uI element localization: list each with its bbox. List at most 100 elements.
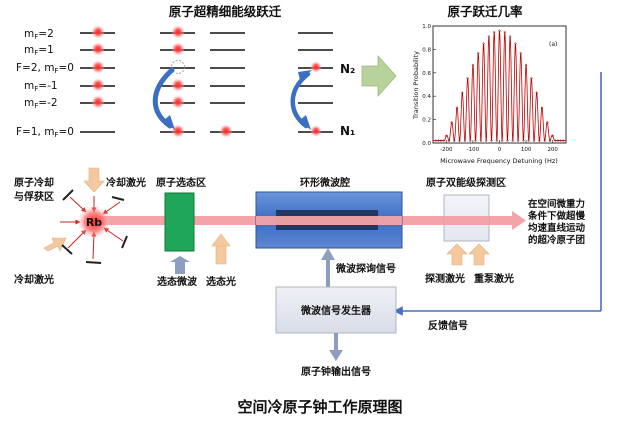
svg-text:mF=-1: mF=-1 [24, 80, 58, 93]
repump-laser-arrow [468, 243, 490, 266]
state-select-zone-label: 原子选态区 [156, 176, 206, 189]
chart-point [530, 77, 533, 80]
atom-beam-arrowhead [512, 211, 526, 230]
chart-xtick-label: -200 [440, 147, 453, 153]
chart-point [559, 139, 562, 142]
cooling-capture-label-2: 与俘获区 [14, 190, 54, 203]
chart-point [514, 42, 517, 45]
level-label-mf2: mF=2 [24, 28, 54, 41]
chart-ytick-label: 0.4 [422, 94, 431, 100]
hyperfine-title: 原子超精细能级跃迁 [169, 4, 282, 19]
chart-xtick-label: 0 [498, 147, 502, 153]
atom-dot [91, 42, 105, 56]
chart-ytick-label: 0.6 [422, 71, 431, 77]
microwave-generator [275, 286, 397, 334]
chart-ytick-label: 0.0 [422, 141, 431, 147]
atom-dot [171, 95, 185, 109]
cavity-beam-pass [256, 216, 402, 225]
right-note-line: 在空间微重力 [528, 198, 585, 210]
level-label-mf-2: mF=-2 [24, 97, 58, 110]
chart-series-line [433, 30, 566, 143]
right-note-line: 均速直线运动 [528, 222, 586, 234]
cooling-laser-arrow-top [83, 167, 105, 193]
chart-point [519, 52, 522, 55]
n2-label: N₂ [340, 62, 355, 76]
chart-point [437, 139, 440, 142]
atom-dot [171, 124, 185, 138]
chart-point [501, 139, 504, 142]
atom-dot [171, 78, 185, 92]
atom-dot [219, 124, 233, 138]
chart-point [469, 139, 472, 142]
chart-point [439, 139, 443, 142]
chart-point [485, 139, 488, 142]
output-signal-label: 原子钟输出信号 [301, 365, 371, 378]
chart-point [535, 91, 538, 94]
atom-dot [91, 78, 105, 92]
feedback-label: 反馈信号 [428, 319, 468, 332]
atom-dot [91, 95, 105, 109]
svg-text:mF=1: mF=1 [24, 44, 54, 57]
chart-point [511, 139, 514, 142]
level-label-mf-1: mF=-1 [24, 80, 58, 93]
output-signal-arrowhead [329, 350, 343, 361]
chart-xtick-label: -100 [467, 147, 480, 153]
chart-point [487, 35, 490, 38]
level-label-f2-mf0: F=2, mF=0 [16, 62, 74, 75]
atom-dot [310, 61, 322, 73]
chart-point [461, 91, 464, 94]
chart-point [455, 106, 459, 109]
chart-panel-label: (a) [549, 41, 557, 48]
state-select-zone [164, 192, 195, 252]
figure-caption: 空间冷原子钟工作原理图 [237, 398, 403, 416]
chart-point [434, 139, 437, 142]
probability-chart: (a) Transition Probability Microwave Fre… [412, 24, 567, 165]
probe-signal-label: 微波探询信号 [335, 262, 396, 275]
level-label-mf1: mF=1 [24, 44, 54, 57]
chart-point [458, 139, 461, 142]
chart-point [543, 139, 546, 142]
chart-point [482, 42, 485, 45]
chart-point [540, 106, 544, 109]
state-select-light-label: 选态光 [206, 275, 236, 288]
chart-xtick-label: 100 [521, 147, 532, 153]
chart-point [506, 139, 509, 142]
cooling-capture-label-1: 原子冷却 [14, 176, 54, 189]
probability-title: 原子跃迁几率 [447, 4, 523, 19]
svg-text:F=1, mF=0: F=1, mF=0 [16, 126, 74, 139]
chart-point [546, 121, 549, 124]
cooling-laser-arrow-left [43, 237, 67, 252]
chart-point [498, 29, 501, 32]
chart-point [522, 139, 525, 142]
chart-point [509, 35, 512, 38]
svg-text:F=2, mF=0: F=2, mF=0 [16, 62, 74, 75]
chart-point [524, 63, 528, 66]
chart-ytick-label: 0.8 [422, 47, 431, 53]
chart-point [551, 134, 554, 137]
cooling-laser-bottom-label: 冷却激光 [14, 273, 54, 286]
probe-signal-arrowhead [321, 248, 335, 260]
chart-point [495, 139, 498, 142]
chart-xtick-label: 200 [547, 147, 558, 153]
big-green-arrow [361, 54, 397, 98]
right-note-line: 条件下做超慢 [527, 210, 586, 222]
cavity-label: 环形微波腔 [300, 176, 350, 189]
chart-point [527, 139, 530, 142]
chart-point [477, 52, 480, 55]
state-select-microwave-label: 选态微波 [157, 275, 198, 288]
chart-ytick-label: 0.2 [422, 118, 431, 124]
chart-point [556, 139, 560, 142]
chart-point [445, 134, 448, 137]
chart-point [490, 139, 493, 142]
chart-point [466, 77, 469, 80]
energy-levels: mF=2 mF=1 F=2, mF=0 mF=-1 mF=-2 F=1, mF=… [16, 25, 355, 139]
repump-laser-label: 重泵激光 [474, 272, 514, 285]
chart-point [479, 139, 482, 142]
svg-text:mF=2: mF=2 [24, 28, 54, 41]
chart-point [442, 139, 445, 142]
svg-text:mF=-2: mF=-2 [24, 97, 58, 110]
rb-label: Rb [86, 216, 102, 229]
level-label-f1-mf0: F=1, mF=0 [16, 126, 74, 139]
chart-point [493, 31, 496, 34]
state-select-microwave-arrow [170, 256, 190, 274]
